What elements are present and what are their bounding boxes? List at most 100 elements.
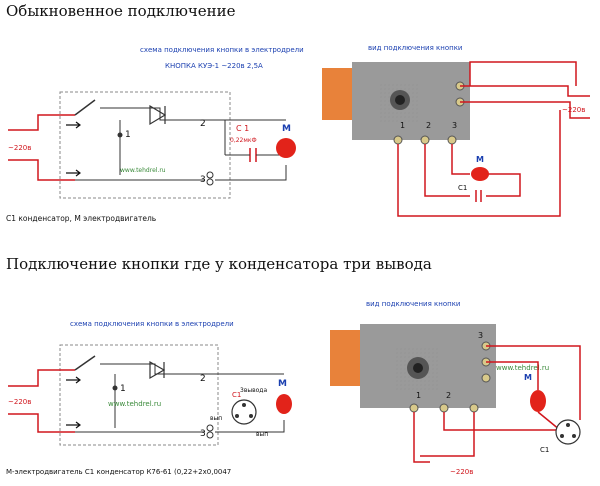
schematic-line: [205, 119, 286, 156]
supply-wire: [486, 345, 581, 420]
top-right-wiring-view: вид подключения кнопки 1 2 3 ~220в M C1: [322, 44, 590, 217]
heading-standard-connection: Обыкновенное подключение: [6, 2, 236, 20]
switch-housing-outline: [59, 91, 231, 199]
cap-lead-a-label: вып: [210, 415, 222, 422]
switch-housing-outline: [59, 344, 219, 446]
terminal-screw: [409, 403, 419, 413]
terminal-circle: [206, 171, 214, 179]
supply-wire-bottom: [8, 413, 75, 433]
pin-2-label: 2: [426, 121, 431, 130]
motor-wire: [486, 361, 539, 390]
speed-knob-center: [413, 363, 423, 373]
bottom-right-wiring-view: вид подключения кнопки 3 1 2 www.tehdrel…: [330, 300, 581, 476]
top-right-title: вид подключения кнопки: [368, 44, 462, 52]
motor-symbol: [276, 138, 296, 158]
capacitor-wire: [424, 144, 470, 197]
pin-2-label: 2: [200, 119, 206, 129]
terminal-dot: [112, 385, 118, 391]
motor-symbol: [530, 390, 546, 412]
terminal-screw: [393, 135, 403, 145]
capacitor-label: C1: [540, 446, 549, 454]
top-left-title: схема подключения кнопки в электродрели: [140, 46, 304, 54]
terminal-circle: [206, 178, 214, 186]
arrow-marker: [66, 169, 81, 177]
motor-wire: [451, 144, 470, 175]
supply-label: ~220в: [8, 144, 31, 152]
terminal-screw: [481, 373, 491, 383]
motor-label: M: [524, 373, 532, 382]
top-left-subtitle: КНОПКА КУЭ-1 ~220в 2,5А: [165, 62, 263, 70]
pin-3-label: 3: [478, 331, 483, 340]
bottom-left-caption: M-электродвигатель C1 конденсатор К76-61…: [6, 468, 231, 476]
top-left-caption: C1 конденсатор, M электродвигатель: [6, 214, 156, 223]
watermark: www.tehdrel.ru: [496, 364, 549, 372]
motor-wire: [537, 411, 561, 431]
watermark: www.tehdrel.ru: [108, 400, 161, 408]
supply-wire-top: [8, 114, 75, 131]
cap-lead-b-label: вып: [256, 431, 268, 438]
motor-return-wire: [397, 110, 561, 217]
supply-wire: [413, 412, 430, 463]
capacitor-three-terminal: [231, 399, 257, 425]
schematic-line: [205, 373, 285, 433]
heading-three-terminal-capacitor: Подключение кнопки где у конденсатора тр…: [6, 255, 432, 273]
capacitor-label: C1: [232, 391, 241, 399]
capacitor-lead: [242, 403, 246, 407]
bottom-left-schematic: схема подключения кнопки в электродрели …: [6, 320, 292, 476]
supply-wire-top: [8, 369, 75, 387]
trigger-button: [330, 330, 360, 386]
speed-knob-center: [395, 95, 405, 105]
pin-1-label: 1: [120, 384, 126, 394]
arrow-marker: [66, 121, 81, 129]
triac-symbol: [149, 104, 167, 126]
pin-3-label: 3: [200, 429, 206, 439]
capacitor-wire: [486, 173, 521, 197]
terminal-screw: [469, 403, 479, 413]
capacitor-label: C1: [458, 184, 467, 192]
pin-3-label: 3: [452, 121, 457, 130]
supply-wire: [460, 101, 590, 119]
supply-wire: [460, 85, 590, 97]
triac-symbol: [149, 360, 166, 380]
trigger-button: [322, 68, 352, 120]
terminal-screw: [439, 403, 449, 413]
capacitor-lead: [566, 423, 570, 427]
motor-symbol: [471, 167, 489, 181]
capacitor-lead: [235, 414, 239, 418]
cap-leads-label: 3вывода: [240, 387, 267, 394]
terminal-screws: [409, 341, 491, 413]
switch-contact: [74, 355, 96, 371]
arrow-marker: [66, 376, 81, 384]
pin-2-label: 2: [446, 391, 451, 400]
schematic-line: [215, 165, 287, 181]
supply-wire: [420, 412, 475, 457]
capacitor-lead: [572, 434, 576, 438]
motor-symbol: [276, 394, 292, 414]
supply-label: ~220в: [450, 468, 473, 476]
motor-label: M: [476, 155, 484, 164]
terminal-screw: [447, 135, 457, 145]
terminal-dot: [117, 132, 123, 138]
supply-label: ~220в: [562, 106, 585, 114]
watermark: www.tehdrel.ru: [120, 167, 166, 174]
terminal-screw: [420, 135, 430, 145]
supply-wire-loop: [469, 61, 577, 86]
terminal-circle: [206, 424, 214, 432]
pin-3-label: 3: [200, 175, 206, 185]
terminal-circle: [206, 431, 214, 439]
switch-contact: [74, 99, 96, 116]
bottom-right-title: вид подключения кнопки: [366, 300, 460, 308]
motor-label: M: [282, 124, 291, 134]
schematic-line: [100, 107, 205, 121]
supply-label: ~220в: [8, 398, 31, 406]
pin-1-label: 1: [400, 121, 405, 130]
capacitor-value: 0,22мкФ: [230, 137, 257, 144]
motor-label: M: [278, 379, 287, 389]
bottom-left-title: схема подключения кнопки в электродрели: [70, 320, 234, 328]
schematic-line: [100, 363, 205, 375]
pin-1-label: 1: [125, 130, 131, 140]
supply-wire-bottom: [8, 159, 75, 181]
capacitor-lead: [560, 434, 564, 438]
capacitor-label: C 1: [236, 124, 249, 133]
